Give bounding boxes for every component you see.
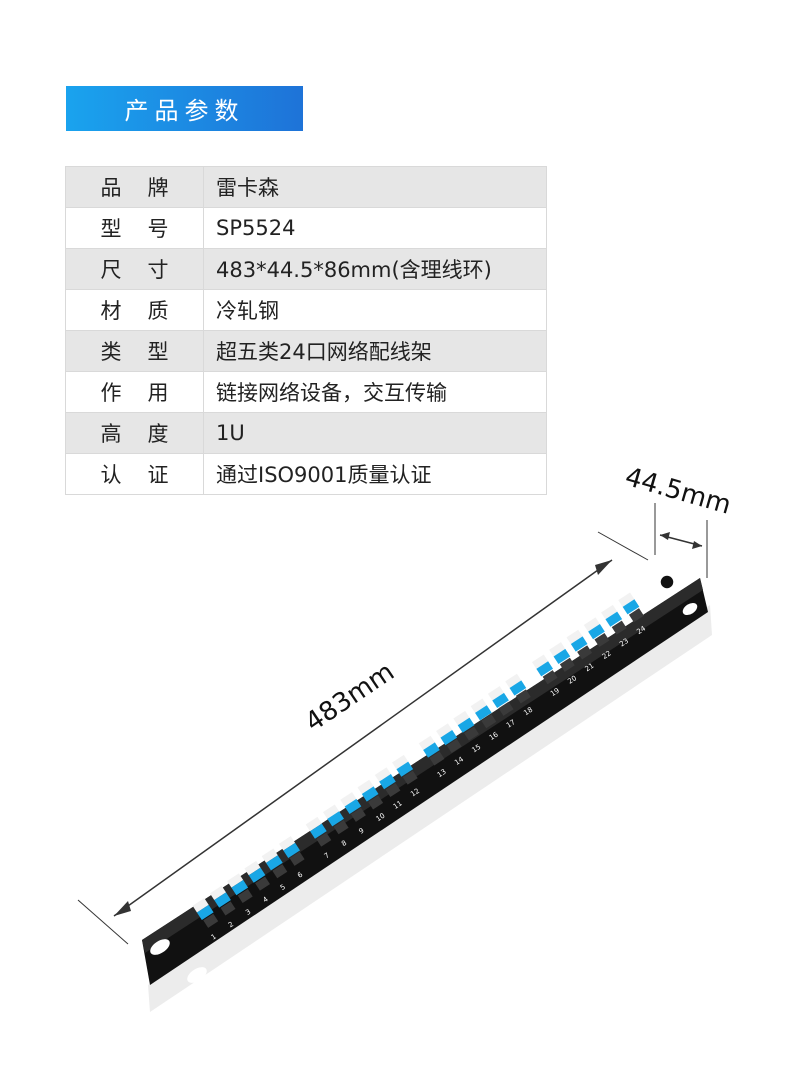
rj45-port <box>192 898 219 928</box>
rj45-port <box>392 754 418 785</box>
spec-key: 型号 <box>65 207 204 249</box>
rj45-port <box>278 836 305 866</box>
rj45-port <box>583 617 610 648</box>
rj45-port <box>322 804 349 835</box>
spec-value: SP5524 <box>203 207 547 249</box>
spec-value: 483*44.5*86mm(含理线环) <box>203 248 547 290</box>
port-number-label: 16 <box>488 730 500 742</box>
port-number-label: 11 <box>392 799 404 811</box>
table-row: 型号 SP5524 <box>65 207 547 249</box>
port-number-label: 20 <box>566 674 578 686</box>
spec-key: 作用 <box>65 371 204 413</box>
port-number-label: 19 <box>549 687 561 699</box>
port-number-label: 10 <box>375 812 387 824</box>
port-number-label: 12 <box>409 787 421 799</box>
rj45-port <box>227 873 253 904</box>
rj45-port <box>487 686 514 716</box>
spec-key: 类型 <box>65 330 204 372</box>
spec-key: 尺寸 <box>65 248 204 290</box>
rj45-port <box>436 723 462 754</box>
port-number-label: 9 <box>357 827 365 836</box>
mount-hole-icon <box>682 602 698 616</box>
rj45-port <box>357 779 384 810</box>
port-number-label: 22 <box>601 649 613 661</box>
panel-body <box>142 578 708 985</box>
rj45-port <box>566 629 593 660</box>
port-number-label: 7 <box>323 851 331 860</box>
port-number-label: 8 <box>340 839 348 848</box>
port-number-label: 13 <box>436 768 448 780</box>
spec-value: 通过ISO9001质量认证 <box>203 453 547 495</box>
port-number-label: 17 <box>505 718 517 730</box>
spec-key: 认证 <box>65 453 204 495</box>
port-number-label: 15 <box>471 743 483 755</box>
rj45-port <box>261 848 288 879</box>
table-row: 认证 通过ISO9001质量认证 <box>65 453 547 495</box>
width-dimension-line <box>113 559 613 917</box>
rj45-port <box>244 860 271 891</box>
spec-value: 链接网络设备，交互传输 <box>203 371 547 413</box>
spec-key: 品牌 <box>65 166 204 208</box>
rj45-port <box>601 604 627 635</box>
logo-icon <box>659 574 675 590</box>
mount-hole-icon <box>150 939 170 955</box>
spec-key: 高度 <box>65 412 204 454</box>
mount-hole-icon <box>187 967 207 983</box>
rj45-port <box>209 885 236 916</box>
spec-value: 超五类24口网络配线架 <box>203 330 547 372</box>
section-title: 产品参数 <box>66 86 303 131</box>
rj45-port <box>505 673 531 704</box>
port-number-label: 21 <box>584 662 596 674</box>
port-number-label: 24 <box>635 624 647 636</box>
rj45-port <box>618 592 644 623</box>
table-row: 类型 超五类24口网络配线架 <box>65 330 547 372</box>
table-row: 尺寸 483*44.5*86mm(含理线环) <box>65 248 547 290</box>
port-number-label: 1 <box>210 933 218 942</box>
port-number-label: 3 <box>244 908 252 917</box>
spec-value: 冷轧钢 <box>203 289 547 331</box>
port-number-label: 14 <box>453 755 465 767</box>
port-number-label: 2 <box>227 920 235 929</box>
rj45-port <box>453 710 480 741</box>
spec-value: 1U <box>203 412 547 454</box>
table-row: 作用 链接网络设备，交互传输 <box>65 371 547 413</box>
rj45-port <box>549 642 575 672</box>
port-number-label: 4 <box>262 895 271 904</box>
port-group <box>192 592 644 928</box>
rj45-port <box>305 816 332 847</box>
rj45-port <box>418 735 445 766</box>
rj45-port <box>531 654 558 685</box>
port-number-label: 18 <box>522 706 534 718</box>
table-row: 材质 冷轧钢 <box>65 289 547 331</box>
port-number-label: 5 <box>279 883 287 892</box>
rj45-port <box>340 792 366 822</box>
spec-table: 品牌 雷卡森 型号 SP5524 尺寸 483*44.5*86mm(含理线环) … <box>65 166 547 495</box>
port-number-label: 23 <box>618 637 630 649</box>
rj45-port <box>470 698 497 729</box>
table-row: 高度 1U <box>65 412 547 454</box>
rj45-port <box>374 767 401 798</box>
spec-key: 材质 <box>65 289 204 331</box>
table-row: 品牌 雷卡森 <box>65 166 547 208</box>
port-number-label: 6 <box>296 870 305 879</box>
spec-value: 雷卡森 <box>203 166 547 208</box>
